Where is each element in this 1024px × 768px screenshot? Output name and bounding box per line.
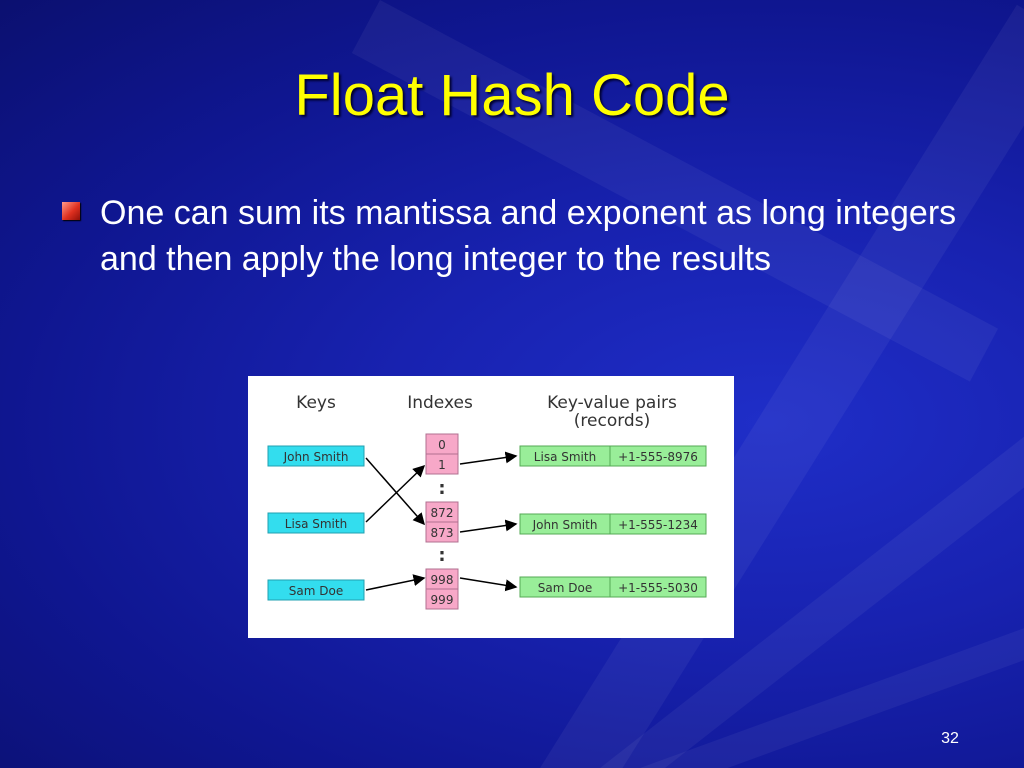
slide-title: Float Hash Code — [294, 63, 730, 128]
key-box — [267, 512, 365, 534]
key-label: John Smith — [283, 450, 349, 464]
slide-number: 32 — [941, 730, 959, 747]
header-indexes: Indexes — [407, 393, 473, 413]
index-label: 999 — [431, 593, 454, 607]
key-box — [267, 445, 365, 467]
arrow-john-to-873 — [365, 457, 425, 526]
index-label: 1 — [438, 458, 446, 472]
record-phone-box — [609, 513, 707, 535]
index-label: 0 — [438, 438, 446, 452]
index-ellipsis: : — [438, 545, 445, 566]
bullet-text: One can sum its mantissa and exponent as… — [100, 194, 957, 278]
index-label: 998 — [431, 573, 454, 587]
index-box — [425, 521, 459, 543]
record-name: Sam Doe — [538, 581, 592, 595]
arrow-998-to-record — [459, 577, 518, 592]
index-box — [425, 588, 459, 610]
arrow-1-to-record — [459, 451, 518, 465]
header-keys: Keys — [296, 393, 336, 413]
index-label: 873 — [431, 526, 454, 540]
arrow-lisa-to-1 — [365, 464, 426, 523]
arrow-sam-to-998 — [365, 574, 426, 591]
key-label: Sam Doe — [289, 584, 343, 598]
record-phone: +1-555-1234 — [618, 518, 698, 532]
record-name: John Smith — [532, 518, 598, 532]
index-ellipsis: : — [438, 478, 445, 499]
key-label: Lisa Smith — [285, 517, 347, 531]
key-box — [267, 579, 365, 601]
header-pairs-line1: Key-value pairs — [547, 393, 677, 413]
index-box — [425, 453, 459, 475]
record-phone-box — [609, 445, 707, 467]
record-phone-box — [609, 576, 707, 598]
header-pairs-line2: (records) — [574, 411, 650, 431]
hash-table-svg: Keys Indexes Key-value pairs (records) J… — [267, 393, 707, 610]
record-name: Lisa Smith — [534, 450, 596, 464]
arrow-873-to-record — [459, 519, 518, 533]
index-label: 872 — [431, 506, 454, 520]
hash-table-diagram: Keys Indexes Key-value pairs (records) J… — [248, 376, 734, 638]
record-phone: +1-555-5030 — [618, 581, 698, 595]
record-phone: +1-555-8976 — [618, 450, 698, 464]
bullet-square-icon — [62, 202, 80, 220]
